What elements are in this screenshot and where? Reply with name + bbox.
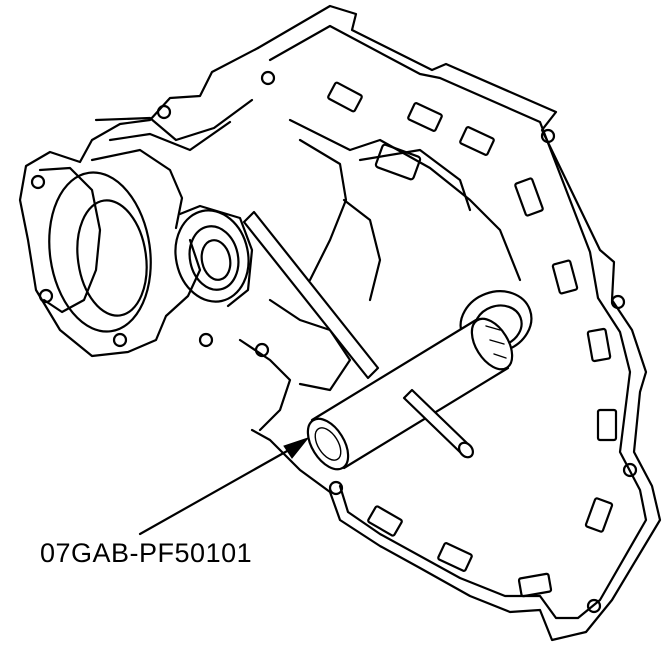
callout-leader-arrow [138, 436, 310, 536]
housing-left-section [18, 46, 260, 358]
tool-part-number-label: 07GAB-PF50101 [40, 538, 253, 568]
housing-inner-details [198, 70, 638, 614]
special-tool-tbar [242, 210, 474, 459]
housing-outer-flange [250, 4, 662, 642]
seal-bore-center [174, 204, 254, 308]
